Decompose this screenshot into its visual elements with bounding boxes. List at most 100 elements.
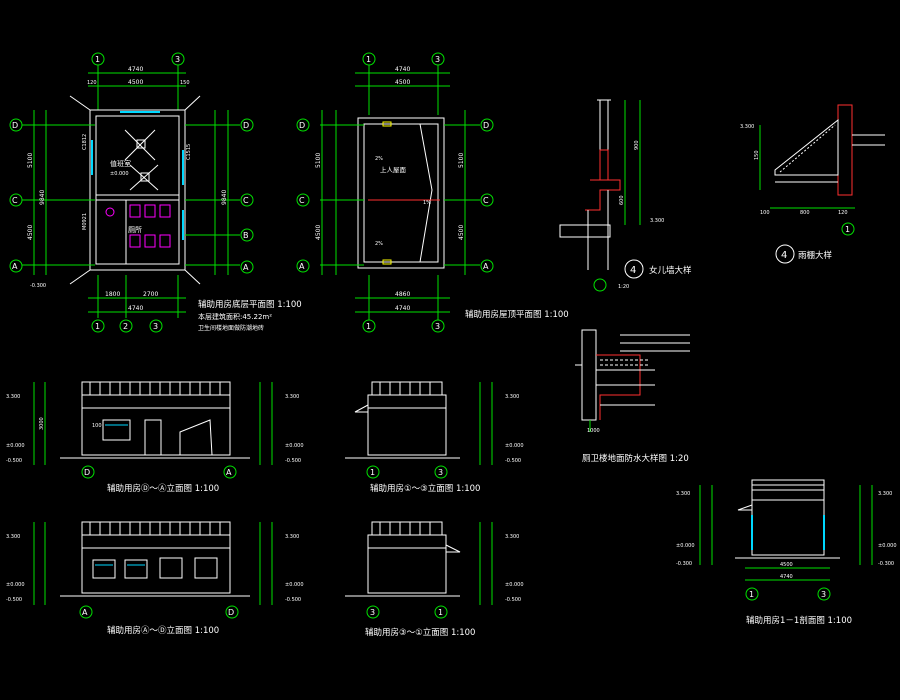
roof-axis-d-right: D — [483, 121, 489, 130]
dim-5100-left: 5100 — [27, 153, 34, 168]
elevation-3-1: 3.300 ±0.000 -0.500 3 1 辅助用房③～①立面图 1:100 — [345, 521, 524, 638]
roof-slope-2: 2% — [375, 241, 383, 247]
canopy-dim-100: 100 — [760, 210, 770, 216]
room-duty: 值班室 — [110, 159, 131, 168]
elev3-level-m500: -0.500 — [6, 597, 22, 603]
elev1-axis-a: A — [226, 468, 232, 477]
elev1-level-m500-r: -0.500 — [285, 458, 301, 464]
section-axis-3: 3 — [821, 590, 826, 599]
parapet-dim-900: 900 — [634, 140, 640, 150]
roof-axis-1-bottom: 1 — [366, 322, 371, 331]
parapet-detail: 900 600 3.300 4 女儿墙大样 1:20 — [559, 99, 692, 292]
dim-120-top: 120 — [87, 80, 97, 86]
elev3-level-m500-r: -0.500 — [285, 597, 301, 603]
elev1-level-0-r: ±0.000 — [285, 443, 304, 449]
elev4-level-m500: -0.500 — [505, 597, 521, 603]
canopy-dim-800: 800 — [800, 210, 810, 216]
roof-slope-3: 1% — [423, 200, 431, 206]
roof-plan: 1 3 4740 4500 上人屋面 2% 2% 1% D C A 5100 4… — [296, 52, 569, 333]
title-ground-plan: 辅助用房底层平面图 1:100 — [198, 299, 302, 310]
elev1-win-label: 100 — [92, 423, 102, 429]
section-dim-4500: 4500 — [780, 562, 793, 568]
waterproof-dim: 1000 — [587, 428, 600, 434]
elev3-level-0: ±0.000 — [6, 582, 25, 588]
axis-3-bottom: 3 — [153, 322, 158, 331]
roof-axis-c-left: C — [299, 196, 305, 205]
section-1-1: 3.300 ±0.000 -0.300 3.300 ±0.000 -0.300 … — [676, 479, 897, 626]
note-area: 本层建筑面积:45.22m² — [198, 312, 272, 321]
elev4-level-0: ±0.000 — [505, 582, 524, 588]
axis-c-left: C — [12, 196, 18, 205]
elev4-level-top: 3.300 — [505, 534, 519, 540]
roof-axis-a-right: A — [483, 262, 489, 271]
axis-b-right: B — [243, 231, 249, 240]
roof-axis-3-top: 3 — [435, 55, 440, 64]
title-elev-1-3: 辅助用房①～③立面图 1:100 — [370, 483, 480, 494]
level-m300-plan: -0.300 — [30, 283, 46, 289]
axis-3-top: 3 — [175, 55, 180, 64]
axis-1-bottom: 1 — [95, 322, 100, 331]
title-canopy: 雨棚大样 — [798, 250, 833, 261]
title-elev-d-a: 辅助用房Ⓓ～Ⓐ立面图 1:100 — [107, 483, 219, 494]
elev1-axis-d: D — [84, 468, 90, 477]
elev2-axis-1: 1 — [370, 468, 375, 477]
axis-d-right: D — [243, 121, 249, 130]
title-waterproof: 厕卫楼地面防水大样图 1:20 — [582, 453, 689, 464]
title-section: 辅助用房1－1剖面图 1:100 — [746, 615, 852, 626]
dim-4740-bottom: 4740 — [128, 305, 143, 312]
roof-slope-1: 2% — [375, 156, 383, 162]
axis-d-left: D — [12, 121, 18, 130]
section-level-top-r: 3.300 — [878, 491, 892, 497]
dim-1800-bottom: 1800 — [105, 291, 120, 298]
canopy-detail: 3.300 150 100 800 120 1 4 雨棚大样 — [740, 104, 885, 264]
parapet-level: 3.300 — [650, 218, 664, 224]
elev4-axis-1: 1 — [438, 608, 443, 617]
dim-9840-left: 9840 — [39, 190, 46, 205]
dim-4500-top: 4500 — [128, 79, 143, 86]
parapet-detail-no: 4 — [630, 265, 636, 276]
room-duty-level: ±0.000 — [110, 171, 129, 177]
section-level-0-r: ±0.000 — [878, 543, 897, 549]
dim-4500-left: 4500 — [27, 225, 34, 240]
roof-dim-4500v: 4500 — [315, 225, 322, 240]
room-toilet: 厕所 — [128, 225, 142, 234]
axis-2-bottom: 2 — [123, 322, 128, 331]
elev1-level-0: ±0.000 — [6, 443, 25, 449]
section-level-m300-r: -0.300 — [878, 561, 894, 567]
roof-axis-d-left: D — [299, 121, 305, 130]
scale-parapet: 1:20 — [618, 284, 629, 290]
elev3-axis-a: A — [82, 608, 88, 617]
elev1-level-top: 3.300 — [6, 394, 20, 400]
elev3-level-top-r: 3.300 — [285, 534, 299, 540]
title-parapet: 女儿墙大样 — [649, 265, 692, 276]
canopy-level: 3.300 — [740, 124, 754, 130]
elev3-level-0-r: ±0.000 — [285, 582, 304, 588]
roof-axis-c-right: C — [483, 196, 489, 205]
section-axis-1: 1 — [749, 590, 754, 599]
elev2-axis-3: 3 — [438, 468, 443, 477]
elev1-level-m500: -0.500 — [6, 458, 22, 464]
title-elev-a-d: 辅助用房Ⓐ～Ⓓ立面图 1:100 — [107, 625, 219, 636]
axis-1-top: 1 — [95, 55, 100, 64]
dim-150-top: 150 — [180, 80, 190, 86]
ground-floor-plan: 4740 4500 120 150 1 3 值 — [9, 52, 302, 333]
elev1-level-top-r: 3.300 — [285, 394, 299, 400]
roof-dim-4740-bottom: 4740 — [395, 305, 410, 312]
label-c1515: C1515 — [186, 144, 192, 160]
section-level-top: 3.300 — [676, 491, 690, 497]
canopy-dim-450: 150 — [754, 150, 760, 160]
label-m0921: M0921 — [82, 213, 88, 230]
roof-axis-3-bottom: 3 — [435, 322, 440, 331]
roof-axis-1-top: 1 — [366, 55, 371, 64]
roof-dim-4740: 4740 — [395, 66, 410, 73]
roof-axis-a-left: A — [299, 262, 305, 271]
section-level-0: ±0.000 — [676, 543, 695, 549]
roof-dim-5100: 5100 — [315, 153, 322, 168]
elevation-a-d: 3.300 ±0.000 -0.500 3.300 ±0.000 -0.500 … — [6, 521, 304, 636]
parapet-dim-600: 600 — [619, 195, 625, 205]
canopy-detail-no: 4 — [781, 250, 787, 261]
elevation-1-3: 3.300 ±0.000 -0.500 1 3 辅助用房①～③立面图 1:100 — [345, 381, 524, 494]
elevation-d-a: 100 3.300 ±0.000 -0.500 3000 3.300 ±0.00… — [6, 381, 304, 494]
label-c1812: C1812 — [82, 134, 88, 150]
